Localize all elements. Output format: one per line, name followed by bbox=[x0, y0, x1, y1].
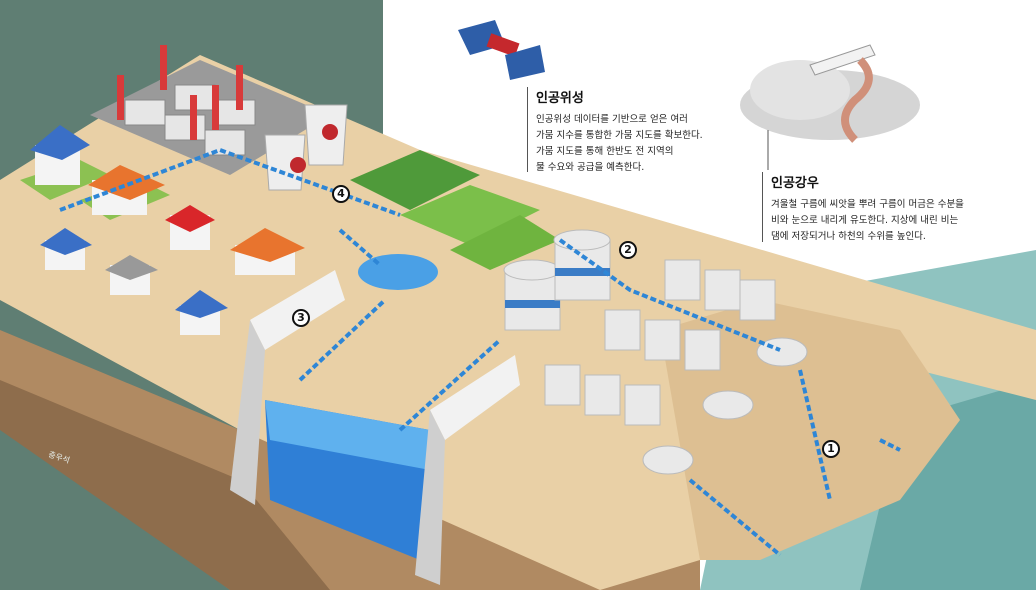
marker-4: 4 bbox=[332, 185, 350, 203]
farm-field bbox=[400, 185, 540, 245]
marker-2: 2 bbox=[619, 241, 637, 259]
pond bbox=[358, 254, 438, 290]
land-side-shade bbox=[0, 380, 330, 590]
marker-1: 1 bbox=[822, 440, 840, 458]
marker-3: 3 bbox=[292, 309, 310, 327]
riverbank bbox=[660, 300, 960, 560]
reservoir-highlight bbox=[265, 400, 430, 470]
dam-wall-left bbox=[230, 320, 265, 505]
seeding-airplane bbox=[809, 44, 876, 143]
farm-field-2 bbox=[450, 215, 560, 270]
satellite-callout: 인공위성 인공위성 데이터를 기반으로 얻은 여러 가뭄 지수를 통합한 가뭄 … bbox=[527, 87, 703, 173]
artificial-rain-description: 겨울철 구름에 씨앗을 뿌려 구름이 머금은 수분을 비와 눈으로 내리게 유도… bbox=[771, 199, 964, 242]
rain-cloud bbox=[740, 60, 920, 140]
satellite-description: 인공위성 데이터를 기반으로 얻은 여러 가뭄 지수를 통합한 가뭄 지도를 확… bbox=[536, 114, 703, 173]
artificial-rain-title: 인공강우 bbox=[771, 176, 819, 191]
artificial-rain-callout: 인공강우 겨울철 구름에 씨앗을 뿌려 구름이 머금은 수분을 비와 눈으로 내… bbox=[762, 172, 964, 242]
satellite-title: 인공위성 bbox=[536, 91, 584, 106]
smokestacks bbox=[117, 45, 243, 140]
dam-wall-right-top bbox=[430, 355, 520, 440]
satellite bbox=[458, 20, 545, 80]
water-treatment-tanks bbox=[503, 229, 808, 475]
cooling-towers bbox=[264, 104, 348, 191]
dam-wall-right bbox=[415, 410, 445, 585]
farm-forest bbox=[350, 150, 480, 210]
